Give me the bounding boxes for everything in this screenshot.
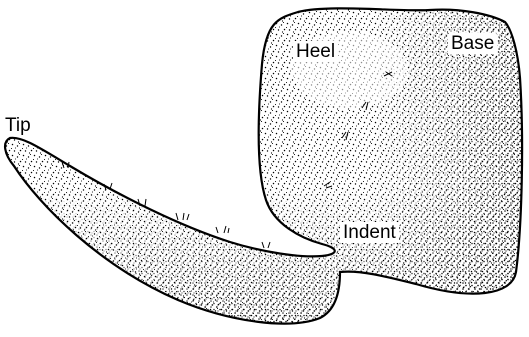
label-tip: Tip	[5, 116, 31, 135]
label-base: Base	[448, 33, 497, 54]
label-heel: Heel	[293, 41, 338, 62]
label-indent: Indent	[340, 222, 399, 243]
